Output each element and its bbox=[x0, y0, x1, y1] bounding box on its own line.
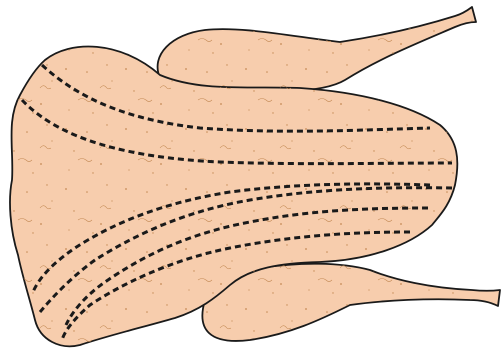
chicken-illustration bbox=[0, 0, 503, 357]
illustration-canvas bbox=[0, 0, 503, 357]
